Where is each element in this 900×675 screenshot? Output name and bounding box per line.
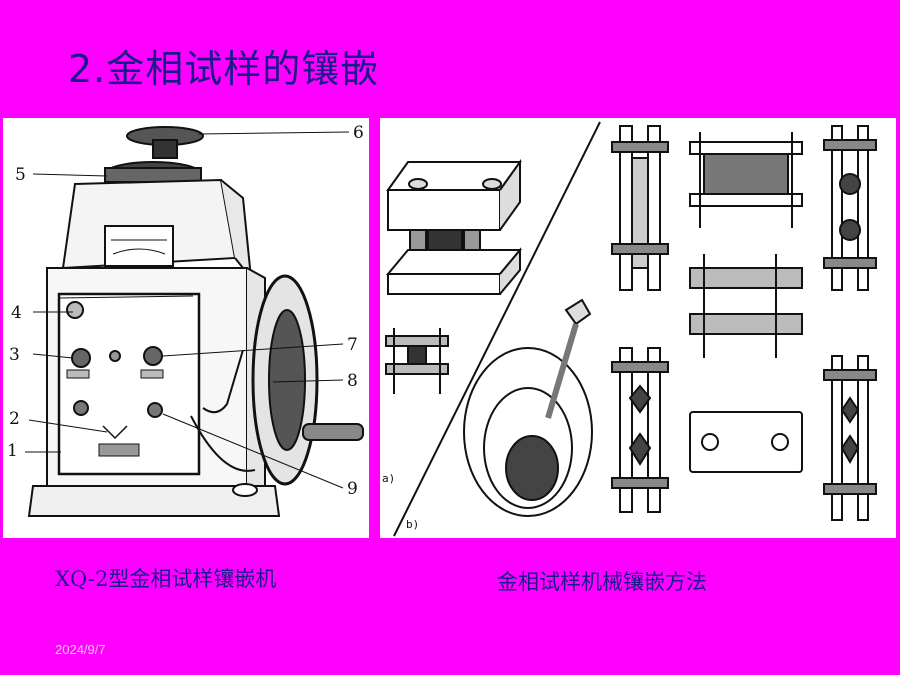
slide-date: 2024/9/7 xyxy=(55,642,106,657)
slide-title: 2.金相试样的镶嵌 xyxy=(68,47,380,91)
callout-4: 4 xyxy=(11,303,22,323)
callout-9: 9 xyxy=(347,479,358,499)
label-b: b) xyxy=(406,518,419,531)
callout-6: 6 xyxy=(353,123,364,143)
caption-mechanical-mounting: 金相试样机械镶嵌方法 xyxy=(497,570,707,594)
mechanical-mounting-illustration: a) b) xyxy=(380,118,896,538)
caption-mounting-press: XQ-2型金相试样镶嵌机 xyxy=(55,567,277,591)
callout-1: 1 xyxy=(7,441,18,461)
mounting-press-illustration: 1 2 3 4 5 6 7 8 9 xyxy=(3,118,369,538)
label-a: a) xyxy=(382,472,395,485)
callout-7: 7 xyxy=(347,335,358,355)
callout-5: 5 xyxy=(15,165,26,185)
callout-3: 3 xyxy=(9,345,20,365)
callout-8: 8 xyxy=(347,371,358,391)
callout-2: 2 xyxy=(9,409,20,429)
